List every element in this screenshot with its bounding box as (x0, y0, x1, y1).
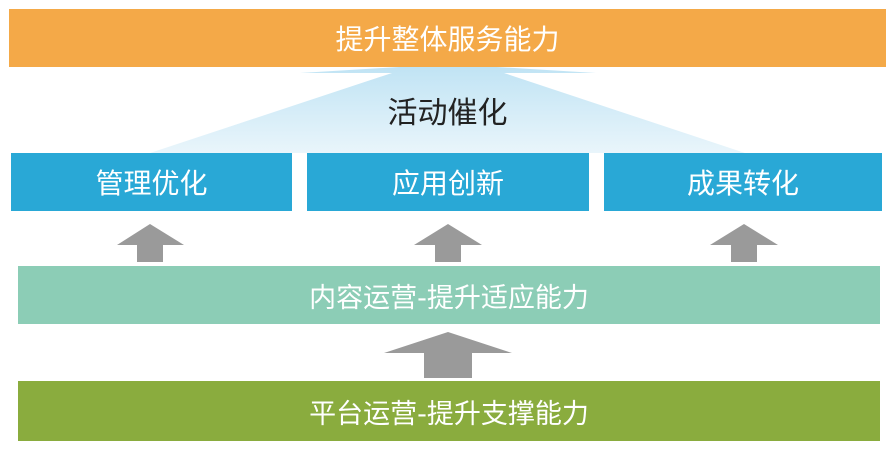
up-arrow-right (710, 224, 778, 262)
platform-operations-label: 平台运营-提升支撑能力 (309, 398, 589, 430)
top-goal-label: 提升整体服务能力 (335, 23, 560, 56)
card-application-innovation: 应用创新 (307, 153, 589, 211)
card-label: 应用创新 (391, 167, 504, 200)
up-arrow-center (414, 224, 482, 262)
promotion-text: 活动催化 (387, 96, 508, 131)
card-label: 成果转化 (686, 167, 799, 200)
up-arrow-left (117, 224, 184, 262)
content-operations-bar: 内容运营-提升适应能力 (18, 266, 880, 324)
card-management-optimization: 管理优化 (11, 153, 292, 211)
promotion-label: 活动催化 (0, 86, 895, 134)
platform-operations-bar: 平台运营-提升支撑能力 (18, 381, 880, 441)
top-goal-bar: 提升整体服务能力 (9, 9, 886, 67)
converging-triangle (150, 64, 745, 153)
content-operations-label: 内容运营-提升适应能力 (309, 282, 589, 314)
up-arrow-large (384, 332, 512, 378)
card-result-transformation: 成果转化 (604, 153, 882, 211)
card-label: 管理优化 (95, 167, 208, 200)
